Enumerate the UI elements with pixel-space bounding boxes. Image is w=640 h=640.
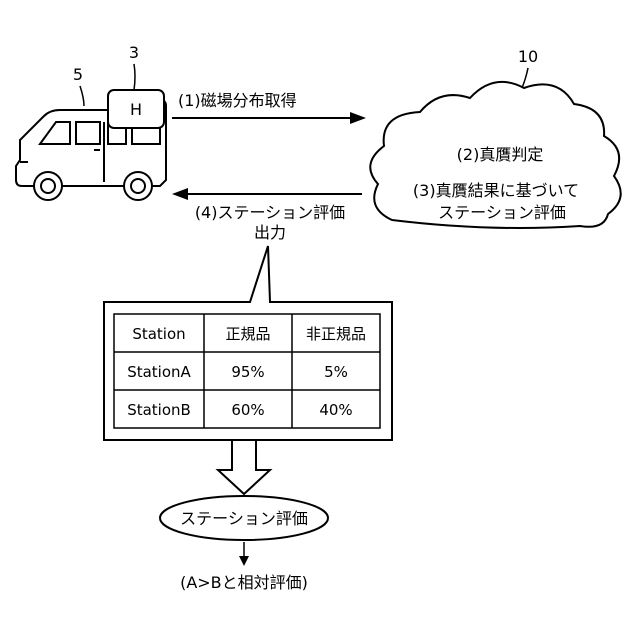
ref-car: 5: [73, 65, 83, 84]
table-cell: StationB: [127, 401, 191, 419]
table-cell: 40%: [319, 401, 352, 419]
ref-car-leader: [80, 86, 84, 106]
step1-label: (1)磁場分布取得: [178, 91, 297, 110]
cloud-step2: (2)真贋判定: [457, 145, 544, 164]
cloud-step3-line1: (3)真贋結果に基づいて: [413, 181, 579, 200]
ref-device-leader: [134, 64, 135, 90]
table-cell: StationA: [127, 363, 191, 381]
conclusion-label: (A>Bと相対評価): [180, 573, 308, 592]
table-header-nongenuine: 非正規品: [306, 325, 366, 343]
small-down-arrow-head: [239, 556, 249, 566]
table-header-genuine: 正規品: [225, 325, 270, 343]
table-cell: 5%: [324, 363, 348, 381]
ref-cloud: 10: [518, 47, 538, 66]
arrow-to-cloud-head: [350, 112, 366, 124]
arrow-to-car-head: [172, 188, 188, 200]
ref-device: 3: [129, 43, 139, 62]
hollow-down-arrow: [218, 440, 270, 494]
step4-line2: 出力: [254, 223, 286, 242]
table-header-station: Station: [132, 325, 185, 343]
cloud-step3-line2: ステーション評価: [438, 203, 566, 222]
ellipse-label: ステーション評価: [180, 509, 308, 528]
table-cell: 95%: [231, 363, 264, 381]
step4-line1: (4)ステーション評価: [195, 203, 345, 222]
table-cell: 60%: [231, 401, 264, 419]
device-label: H: [130, 100, 142, 119]
ref-cloud-leader: [522, 68, 528, 88]
